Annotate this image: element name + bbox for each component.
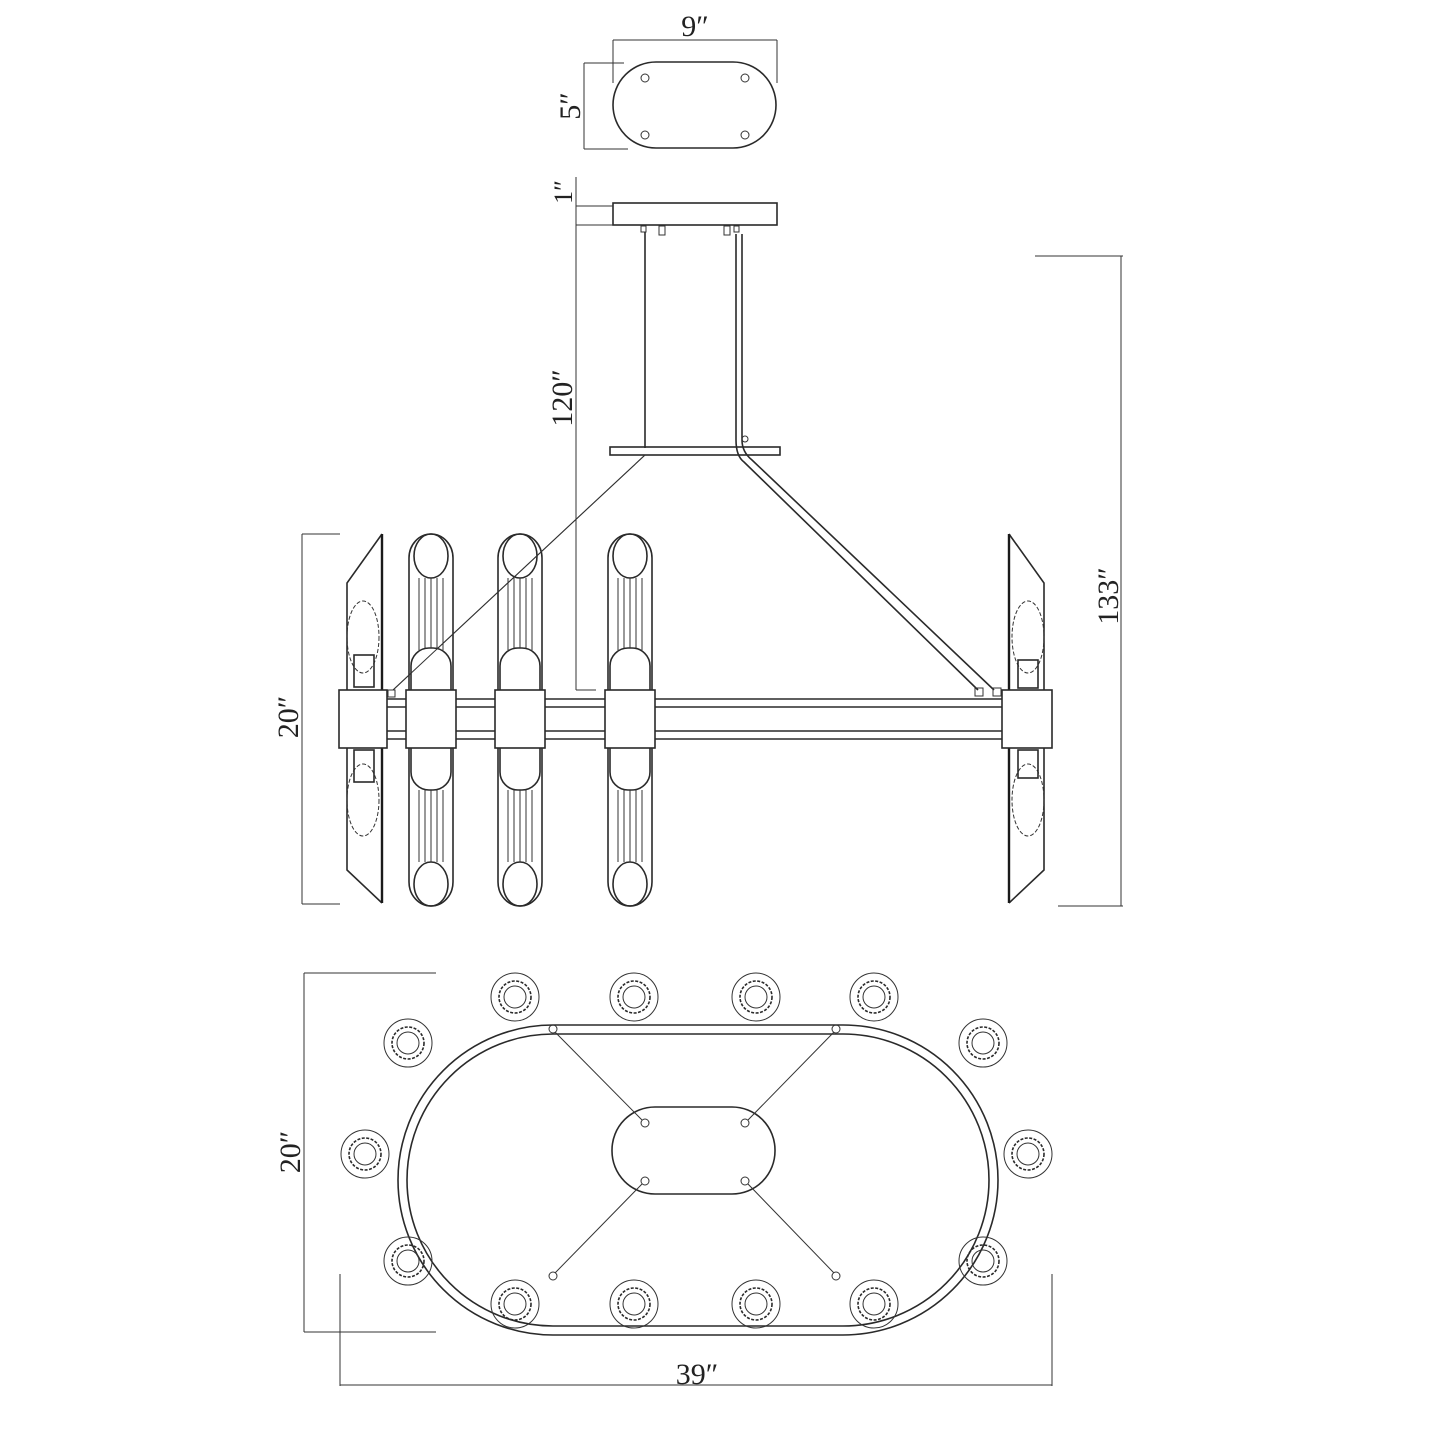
spreader-bar [609, 446, 781, 456]
main-bar [384, 698, 1002, 740]
light-bulb-icon [849, 1279, 899, 1329]
power-cord [735, 234, 979, 691]
mount-hole [640, 73, 650, 83]
light-fixtures [340, 972, 1053, 1329]
ring-mount-point [831, 1271, 841, 1281]
mount-hole [640, 130, 650, 140]
plan-depth-label: 20″ [274, 1131, 307, 1174]
light-bulb-icon [383, 1018, 433, 1068]
outer-ring [397, 1024, 999, 1336]
dimension-canopy-depth: 5″ [554, 62, 628, 150]
shade-column [405, 533, 457, 907]
dimension-plan-depth: 20″ [274, 972, 436, 1333]
fixture-height-label: 20″ [272, 696, 305, 739]
canopy-side [612, 202, 778, 226]
canopy-depth-label: 5″ [554, 92, 587, 120]
end-cap-block [338, 689, 388, 749]
end-shade-left [338, 533, 396, 904]
dimension-suspension-length: 120″ [546, 224, 596, 691]
dimension-fixture-height: 20″ [272, 533, 340, 905]
light-bulb-icon [958, 1018, 1008, 1068]
mount-hole [740, 130, 750, 140]
end-cap-block [1001, 689, 1053, 749]
end-shade-right [974, 533, 1053, 904]
canopy-plan-view: 9″ 5″ [554, 10, 778, 150]
light-bulb-icon [731, 972, 781, 1022]
plan-length-label: 39″ [676, 1358, 719, 1391]
light-bulb-icon [1003, 1129, 1053, 1179]
light-bulb-icon [383, 1236, 433, 1286]
light-bulb-icon [958, 1236, 1008, 1286]
canopy-width-label: 9″ [681, 10, 709, 43]
ring-mount-point [548, 1024, 558, 1034]
ring-mount-point [548, 1271, 558, 1281]
side-elevation-view: 1″ 120″ 133″ 20″ [272, 177, 1125, 907]
dimension-overall-height: 133″ [1035, 255, 1125, 907]
light-bulb-icon [490, 1279, 540, 1329]
canopy-plate-outline [612, 61, 777, 149]
light-bulb-icon [609, 972, 659, 1022]
dimension-plan-length: 39″ [339, 1274, 1053, 1391]
mount-hole [740, 73, 750, 83]
overall-height-label: 133″ [1092, 567, 1125, 625]
dimension-canopy-height: 1″ [549, 177, 613, 226]
center-plate [611, 1106, 776, 1195]
light-bulb-icon [731, 1279, 781, 1329]
shade-column [604, 533, 656, 907]
light-bulb-icon [340, 1129, 390, 1179]
light-bulb-icon [609, 1279, 659, 1329]
shade-column [494, 533, 546, 907]
light-bulb-icon [490, 972, 540, 1022]
top-plan-view: 20″ 39″ [274, 972, 1053, 1391]
suspension-length-label: 120″ [546, 369, 579, 427]
ring-mount-point [831, 1024, 841, 1034]
canopy-height-label: 1″ [549, 180, 578, 204]
light-bulb-icon [849, 972, 899, 1022]
dimension-canopy-width: 9″ [612, 10, 778, 83]
